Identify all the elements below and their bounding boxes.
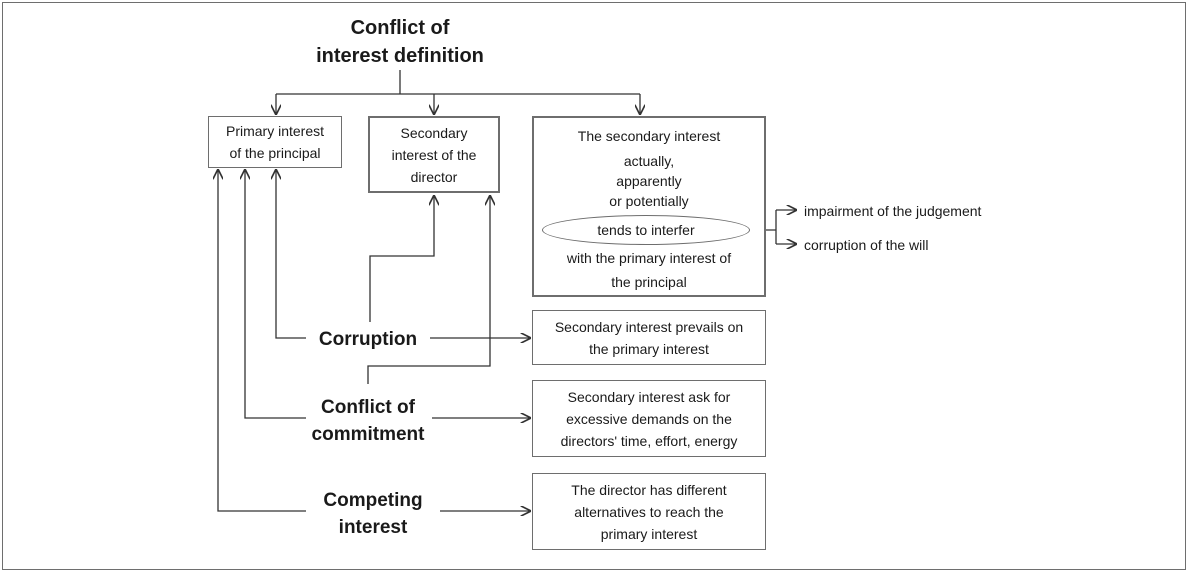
competing-to-primary	[218, 170, 306, 512]
commitment-desc-text: Secondary interest ask for excessive dem…	[560, 388, 738, 449]
secondary-interest-label: Secondary interest of the director	[391, 124, 477, 185]
commitment-to-primary	[245, 170, 306, 419]
primary-interest-box: Primary interest of the principal	[208, 116, 342, 168]
effect-impairment: impairment of the judgement	[804, 203, 982, 219]
diagram-title: Conflict of interest definition	[316, 17, 484, 67]
definition-line-6: the principal	[611, 274, 687, 290]
competing-desc-text: The director has different alternatives …	[571, 481, 727, 542]
definition-line-2: actually,	[623, 153, 675, 169]
competing-interest-label: Competing interest	[323, 490, 423, 538]
commitment-to-secondary	[367, 196, 490, 384]
commitment-desc-box: Secondary interest ask for excessive dem…	[532, 380, 766, 457]
definition-line-4: or potentially	[609, 193, 689, 209]
effect-corruption-will: corruption of the will	[804, 237, 929, 253]
interfer-ellipse: tends to interfer	[542, 215, 750, 245]
corruption-desc-box: Secondary interest prevails on the prima…	[532, 310, 766, 365]
primary-interest-label: Primary interest of the principal	[225, 123, 325, 161]
competing-desc-box: The director has different alternatives …	[532, 473, 766, 550]
conflict-of-commitment-label: Conflict of commitment	[311, 397, 425, 445]
corruption-to-secondary	[369, 196, 434, 322]
corruption-to-primary	[276, 170, 306, 339]
definition-box	[532, 116, 766, 297]
definition-line-5: with the primary interest of	[566, 250, 732, 266]
title-connector	[276, 70, 640, 95]
definition-line-3: apparently	[616, 173, 682, 189]
corruption-label: Corruption	[318, 329, 418, 350]
definition-line-1: The secondary interest	[577, 128, 721, 144]
corruption-desc-text: Secondary interest prevails on the prima…	[554, 318, 744, 357]
secondary-interest-box: Secondary interest of the director	[368, 116, 500, 193]
